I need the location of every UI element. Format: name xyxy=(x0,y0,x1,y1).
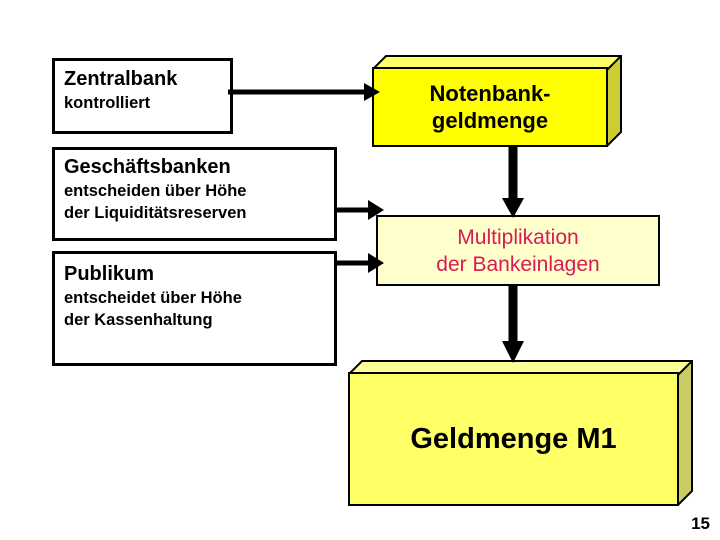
multiplikation-line-1: Multiplikation xyxy=(457,225,579,249)
arrow-notenbankgeldmenge-to-multiplikation xyxy=(498,146,528,218)
arrow-geschaeftsbanken-to-multiplikation xyxy=(332,196,384,224)
geldmenge-m1-front-face: Geldmenge M1 xyxy=(348,372,679,506)
box-geschaeftsbanken-title: Geschäftsbanken xyxy=(64,156,231,178)
arrow-publikum-to-multiplikation xyxy=(332,248,384,278)
box-publikum-subtitle-1: entscheidet über Höhe xyxy=(64,289,242,307)
notenbankgeldmenge-line-2: geldmenge xyxy=(431,108,549,133)
box-notenbankgeldmenge[interactable]: Notenbank- geldmenge xyxy=(372,55,622,147)
box-multiplikation-der-bankeinlagen[interactable]: Multiplikation der Bankeinlagen xyxy=(376,215,660,286)
box-publikum[interactable]: Publikum entscheidet über Höhe der Kasse… xyxy=(52,251,337,366)
multiplikation-line-2: der Bankeinlagen xyxy=(436,252,600,276)
box-zentralbank-subtitle-1: kontrolliert xyxy=(64,94,151,112)
box-zentralbank[interactable]: Zentralbank kontrolliert xyxy=(52,58,233,134)
box-geldmenge-m1[interactable]: Geldmenge M1 xyxy=(348,360,693,506)
box-geschaeftsbanken[interactable]: Geschäftsbanken entscheiden über Höhe de… xyxy=(52,147,337,241)
arrow-zentralbank-to-notenbankgeldmenge xyxy=(228,78,380,106)
notenbankgeldmenge-line-1: Notenbank- xyxy=(429,81,551,106)
arrow-multiplikation-to-geldmenge-m1 xyxy=(498,285,528,363)
box-publikum-title: Publikum xyxy=(64,263,155,285)
page-number: 15 xyxy=(691,514,710,533)
box-zentralbank-title: Zentralbank xyxy=(64,68,178,90)
geldmenge-m1-line-1: Geldmenge M1 xyxy=(410,423,617,455)
box-geschaeftsbanken-subtitle-1: entscheiden über Höhe xyxy=(64,182,247,200)
notenbankgeldmenge-front-face: Notenbank- geldmenge xyxy=(372,67,608,147)
box-geschaeftsbanken-subtitle-2: der Liquiditätsreserven xyxy=(64,204,247,222)
geldmenge-m1-side-bevel xyxy=(677,360,693,506)
box-publikum-subtitle-2: der Kassenhaltung xyxy=(64,311,213,329)
